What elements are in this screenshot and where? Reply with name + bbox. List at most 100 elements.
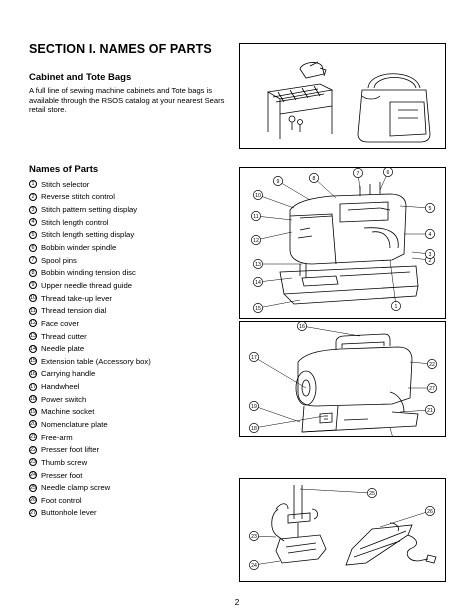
callout-circle: [427, 359, 437, 369]
callout-circle: [391, 301, 401, 311]
machine-back-view-panel: 1617181920212227: [239, 321, 446, 437]
callout-leader-line: [299, 488, 373, 494]
part-name: Needle plate: [41, 344, 85, 354]
part-name: Reverse stitch control: [41, 192, 115, 202]
callout-circle: [251, 235, 261, 245]
callout-leader-line: [301, 325, 361, 337]
part-list-item: 6 Bobbin winder spindle: [29, 241, 151, 254]
callout-number: 25: [369, 491, 375, 497]
part-list-item: 4 Stitch length control: [29, 216, 151, 229]
callout-number: 5: [429, 206, 432, 212]
part-number-badge: 6: [29, 243, 37, 252]
part-number-badge: 8: [29, 268, 37, 277]
callout-circle: [297, 322, 307, 331]
callout-circle: [253, 303, 263, 313]
callout-number: 13: [255, 262, 261, 268]
callout-leader-line: [277, 180, 311, 201]
callout-number: 14: [255, 280, 261, 286]
part-number-badge: 10: [29, 294, 37, 303]
callout-number: 21: [427, 408, 433, 414]
part-name: Thread tension dial: [41, 306, 107, 316]
callout-leader-line: [379, 510, 431, 528]
part-name: Upper needle thread guide: [41, 280, 133, 290]
part-list-item: 10 Thread take-up lever: [29, 292, 151, 305]
callout-circle: [353, 168, 363, 178]
part-name: Presser foot lifter: [41, 445, 100, 455]
callout-circle: [425, 203, 435, 213]
part-number-badge: 3: [29, 205, 37, 214]
part-list-item: 3 Stitch pattern setting display: [29, 203, 151, 216]
callout-leader-line: [253, 415, 325, 429]
part-number-badge: 4: [29, 218, 37, 227]
part-name: Stitch selector: [41, 179, 90, 189]
callout-number: 7: [357, 171, 360, 177]
callout-leader-line: [399, 409, 431, 413]
part-name: Face cover: [41, 318, 80, 328]
part-name: Thumb screw: [41, 457, 88, 467]
callout-leader-line: [389, 259, 397, 307]
callout-leader-line: [313, 177, 337, 199]
part-name: Thread take-up lever: [41, 293, 112, 303]
part-number-badge: 7: [29, 256, 37, 265]
callout-circle: [253, 277, 263, 287]
part-list-item: 13 Thread cutter: [29, 330, 151, 343]
callout-leader-line: [255, 231, 293, 241]
part-number-badge: 27: [29, 508, 37, 517]
page-title: SECTION I. NAMES OF PARTS: [29, 42, 212, 56]
part-number-badge: 24: [29, 471, 37, 480]
part-name: Presser foot: [41, 470, 83, 480]
cabinet-description: A full line of sewing machine cabinets a…: [29, 86, 225, 115]
callout-leader-line: [389, 427, 393, 436]
callout-leader-line: [257, 194, 295, 209]
part-name: Handwheel: [41, 382, 80, 392]
part-number-badge: 2: [29, 192, 37, 201]
part-name: Nomenclature plate: [41, 419, 108, 429]
part-number-badge: 23: [29, 458, 37, 467]
part-list-item: 23 Thumb screw: [29, 456, 151, 469]
callout-circle: [425, 229, 435, 239]
part-number-badge: 15: [29, 357, 37, 366]
callout-number: 3: [429, 252, 432, 258]
part-list-item: 2 Reverse stitch control: [29, 191, 151, 204]
callout-circle: [367, 488, 377, 498]
part-name: Thread cutter: [41, 331, 87, 341]
callout-leader-line: [255, 215, 293, 221]
part-name: Bobbin winding tension disc: [41, 268, 136, 278]
part-name: Extension table (Accessory box): [41, 356, 151, 366]
part-number-badge: 9: [29, 281, 37, 290]
callout-circle: [273, 176, 283, 186]
part-name: Free-arm: [41, 432, 73, 442]
part-number-badge: 5: [29, 230, 37, 239]
part-name: Stitch length control: [41, 217, 109, 227]
part-number-badge: 13: [29, 332, 37, 340]
part-number-badge: 19: [29, 407, 37, 416]
callout-number: 26: [427, 509, 433, 515]
callout-number: 12: [253, 238, 259, 244]
part-number-badge: 1: [29, 180, 37, 189]
part-name: Needle clamp screw: [41, 483, 111, 493]
callout-circle: [427, 383, 437, 393]
callout-number: 2: [429, 258, 432, 264]
callout-leader-line: [257, 299, 301, 309]
callout-circle: [425, 506, 435, 516]
callout-number: 22: [429, 362, 435, 368]
part-name: Bobbin winder spindle: [41, 243, 117, 253]
machine-back-illustration: 1617181920212227: [249, 322, 437, 436]
part-name: Stitch pattern setting display: [41, 205, 138, 215]
callout-leader-line: [253, 356, 307, 389]
part-list-item: 24 Presser foot: [29, 469, 151, 482]
callout-circle: [249, 352, 259, 362]
callout-number: 9: [277, 179, 280, 185]
